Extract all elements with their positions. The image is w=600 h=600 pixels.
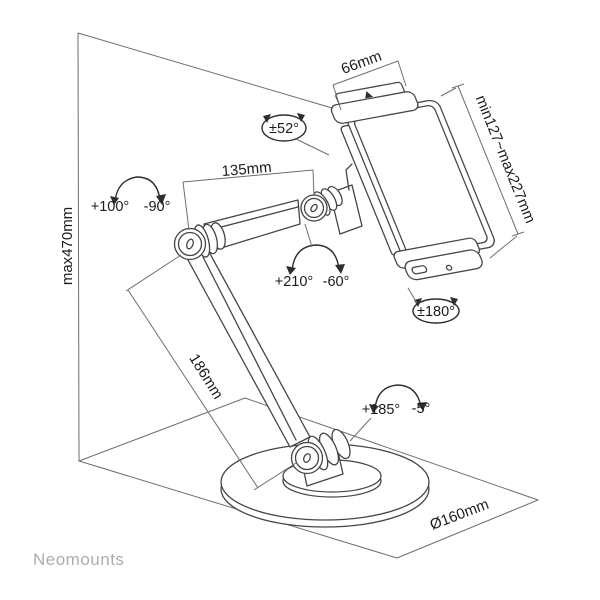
dim-range-line <box>457 85 519 235</box>
base-joint-cap-inner <box>294 445 320 471</box>
wall-corner-line <box>77 32 80 462</box>
holder-joint <box>300 163 363 235</box>
leader-line <box>304 223 313 248</box>
head-rotation-arc-icon <box>291 244 340 272</box>
dim-135-line <box>182 169 314 183</box>
arrow-icon <box>450 297 458 306</box>
elbow-joint-cap-inner <box>177 231 203 257</box>
head-angle-pos-label: +210° <box>275 274 313 290</box>
dim-66-line <box>332 60 399 86</box>
arrow-icon <box>417 402 427 411</box>
dim-range-tick <box>511 231 525 237</box>
dim-66-ext <box>332 84 342 111</box>
rotation-indicators <box>110 113 460 442</box>
arrow-icon <box>369 404 379 413</box>
dim-186-ext <box>253 462 297 491</box>
base-joint <box>290 428 351 487</box>
head-angle-neg-label: -60° <box>323 274 350 290</box>
leader-line <box>407 287 418 304</box>
top-clamp-jaw <box>330 91 419 124</box>
holder-pivot-label: ±52° <box>269 121 299 137</box>
tablet-holder <box>330 81 495 281</box>
base-angle-pos-label: +185° <box>362 402 400 418</box>
holder-joint-cap-inner <box>303 197 325 219</box>
arrow-icon <box>110 196 119 205</box>
brand-logo: Neomounts <box>33 550 124 569</box>
elbow-joint-keyhole <box>186 238 194 250</box>
dim-135-ext <box>182 181 190 231</box>
dim-lower-arm-label: 186mm <box>185 351 226 402</box>
dim-clamp-width-label: 66mm <box>339 48 384 78</box>
arrow-icon <box>286 266 296 275</box>
dimension-lines <box>125 60 525 491</box>
elbow-rotation-arc-icon <box>114 176 161 203</box>
holder-joint-keyhole <box>310 203 318 213</box>
elbow-joint <box>173 222 226 261</box>
holder-pivot-oval-icon <box>261 114 307 142</box>
base-rotation-arc-icon <box>374 384 422 410</box>
arrow-icon <box>335 264 345 274</box>
dim-device-range-label: min127~max227mm <box>472 93 539 226</box>
elbow-angle-neg-label: -90° <box>144 199 171 215</box>
dim-range-tick <box>451 83 465 89</box>
lower-arm-edge-line <box>202 256 297 441</box>
holder-rotation-label: ±180° <box>417 304 455 320</box>
holder-rotation-oval-icon <box>412 298 460 324</box>
wall-top-line <box>77 32 333 109</box>
arrow-icon <box>263 114 271 123</box>
base-angle-neg-label: -5° <box>412 401 431 417</box>
dim-upper-arm-label: 135mm <box>221 159 272 180</box>
leader-line <box>295 138 330 156</box>
arrow-icon <box>156 194 166 205</box>
arrow-icon <box>414 298 422 307</box>
arrow-icon <box>297 113 305 122</box>
clamp-arrow-icon <box>365 91 373 99</box>
dim-186-line <box>127 289 259 489</box>
dim-186-ext <box>125 254 182 292</box>
bottom-clamp-screw <box>445 264 453 271</box>
dim-66-ext <box>397 60 407 87</box>
dim-range-ext <box>440 87 457 97</box>
dim-max-height-label: max470mm <box>59 207 76 285</box>
elbow-angle-pos-label: +100° <box>91 199 129 215</box>
dim-base-diameter-label: Ø160mm <box>428 496 492 534</box>
dim-range-ext <box>489 235 518 259</box>
leader-line <box>349 417 372 442</box>
base-joint-keyhole <box>303 453 311 463</box>
dim-135-ext <box>312 169 315 197</box>
holder-bracket-hook <box>345 163 353 191</box>
bottom-clamp-latch <box>411 265 428 275</box>
